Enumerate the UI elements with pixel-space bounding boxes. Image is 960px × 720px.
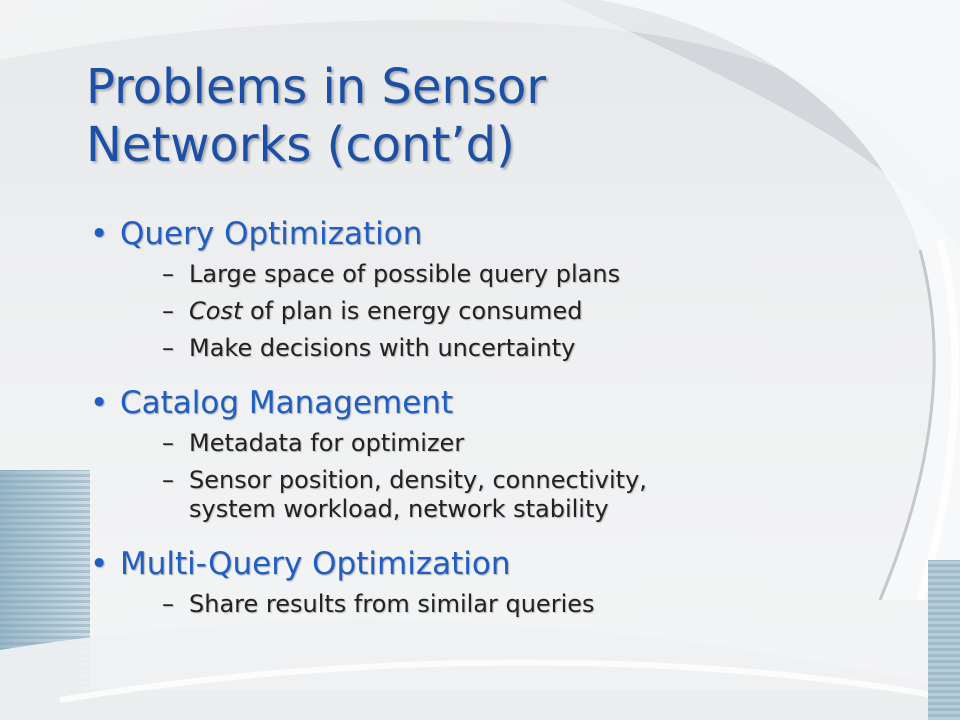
bullet-heading: Catalog Management [120,385,454,421]
sub-bullet: Metadata for optimizer [162,429,910,458]
sub-bullet-list: Large space of possible query plans Cost… [120,260,910,363]
sub-bullet-text-line-1: Sensor position, density, connectivity, [189,466,647,494]
sub-bullet: Cost of plan is energy consumed [162,297,910,326]
sub-bullet-text: of plan is energy consumed [242,297,583,325]
slide-title-line-1: Problems in Sensor [86,59,547,115]
sub-bullet: Make decisions with uncertainty [162,334,910,363]
bullet-catalog-management: Catalog Management Metadata for optimize… [90,383,910,524]
sub-bullet-text-line-2: system workload, network stability [189,495,609,523]
sub-bullet-text: Metadata for optimizer [189,429,465,457]
bullet-list: Query Optimization Large space of possib… [90,214,910,619]
slide-title-line-2: Networks (cont’d) [86,117,515,173]
sub-bullet: Large space of possible query plans [162,260,910,289]
bullet-query-optimization: Query Optimization Large space of possib… [90,214,910,363]
sub-bullet: Share results from similar queries [162,590,910,619]
sub-bullet-list: Metadata for optimizer Sensor position, … [120,429,910,524]
sub-bullet-text: Large space of possible query plans [189,260,621,288]
sub-bullet: Sensor position, density, connectivity, … [162,466,910,524]
bullet-multi-query-optimization: Multi-Query Optimization Share results f… [90,544,910,619]
sub-bullet-text: Share results from similar queries [189,590,595,618]
sub-bullet-emphasis: Cost [189,297,243,325]
bullet-heading: Multi-Query Optimization [120,546,511,582]
sub-bullet-text: Make decisions with uncertainty [189,334,576,362]
sub-bullet-list: Share results from similar queries [120,590,910,619]
slide-title: Problems in Sensor Networks (cont’d) [86,58,546,174]
bullet-heading: Query Optimization [120,216,423,252]
